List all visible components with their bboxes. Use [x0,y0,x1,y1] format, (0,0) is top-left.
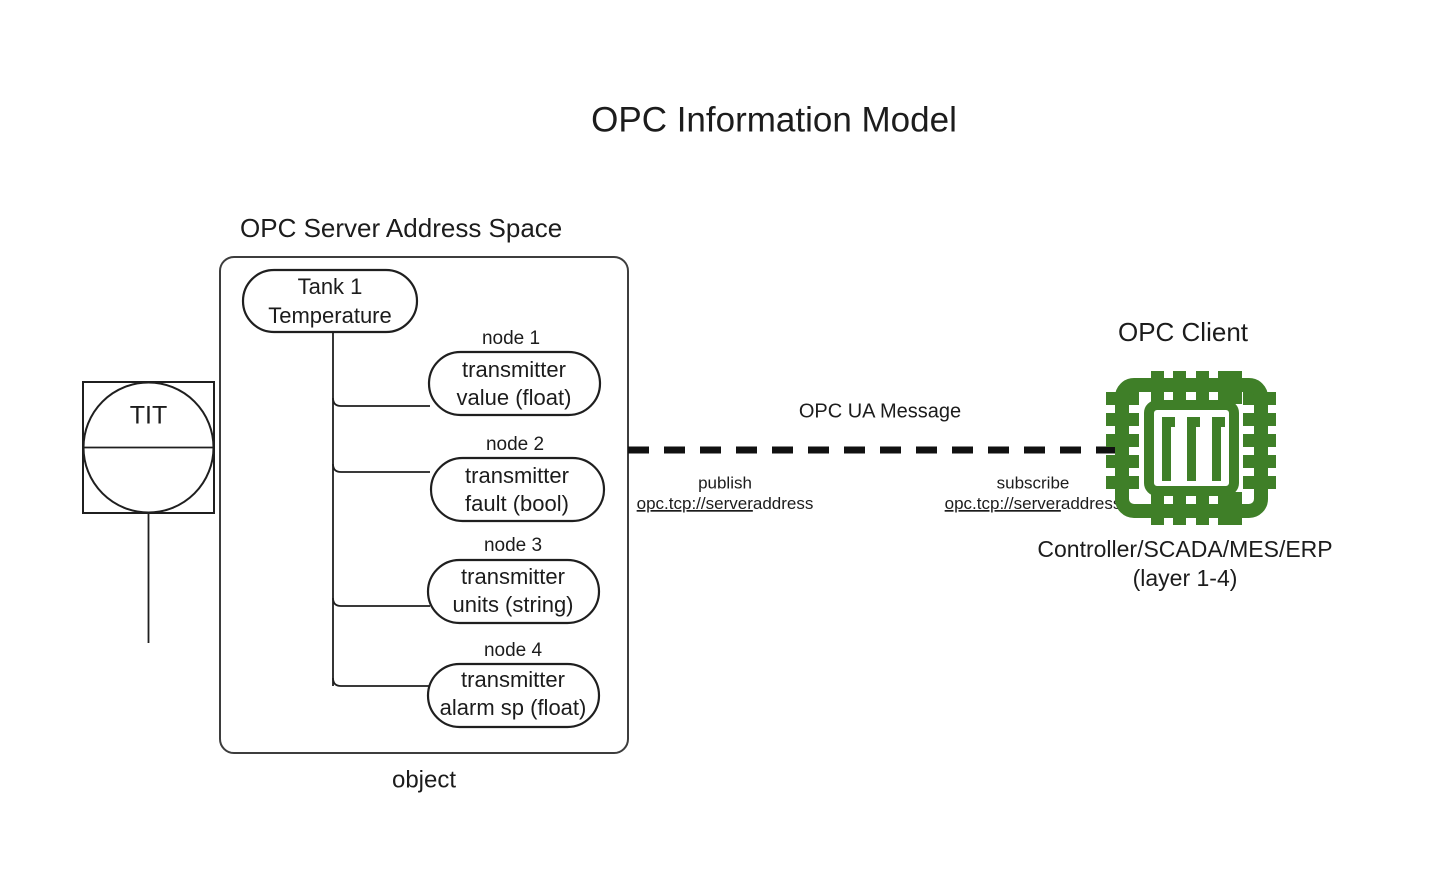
subscribe-url[interactable]: opc.tcp://serveraddress [945,494,1122,513]
tree-connectors [332,332,430,687]
opc-ua-message-label: OPC UA Message [799,400,961,422]
node-2-label: node 2 [486,434,544,455]
node-2-pill [429,456,606,523]
client-caption-line2: (layer 1-4) [1133,565,1238,591]
subscribe-url-rest: address [1061,494,1121,513]
node-item-3[interactable]: node 3 transmitter units (string) [426,535,601,625]
node-item-4[interactable]: node 4 transmitter alarm sp (float) [426,640,601,729]
client-heading: OPC Client [1118,317,1249,347]
server-heading: OPC Server Address Space [240,213,562,243]
node-3-label: node 3 [484,535,542,556]
publish-url-link: opc.tcp://server [637,494,754,513]
publish-url[interactable]: opc.tcp://serveraddress [637,494,814,513]
instrument-tag: TIT [130,402,168,430]
node-1-label: node 1 [482,328,540,349]
node-2-line1: transmitter [465,463,569,488]
tree-branch-node-1 [332,397,430,407]
node-4-line1: transmitter [461,667,565,692]
publish-endpoint: publish opc.tcp://serveraddress [637,473,814,513]
node-1-pill [427,350,602,417]
root-node-line2: Temperature [268,303,392,328]
instrument-symbol: TIT [82,381,215,643]
tree-branch-node-4 [332,677,430,687]
root-node-pill [241,268,419,334]
subscribe-endpoint: subscribe opc.tcp://serveraddress [945,473,1122,513]
node-4-line2: alarm sp (float) [440,695,587,720]
cpu-chip-icon [1106,371,1276,525]
client-caption-line1: Controller/SCADA/MES/ERP [1037,536,1332,562]
tree-branch-node-3 [332,597,430,607]
node-item-2[interactable]: node 2 transmitter fault (bool) [429,434,606,523]
server-container-caption: object [392,766,456,793]
node-3-line1: transmitter [461,564,565,589]
publish-url-rest: address [753,494,813,513]
node-item-1[interactable]: node 1 transmitter value (float) [427,328,602,417]
node-2-line2: fault (bool) [465,491,569,516]
page-title: OPC Information Model [591,100,957,139]
node-3-line2: units (string) [452,592,573,617]
subscribe-url-link: opc.tcp://server [945,494,1062,513]
node-4-pill [426,662,601,729]
root-node-line1: Tank 1 [298,274,363,299]
publish-action: publish [698,473,752,492]
root-node-tank1-temperature[interactable]: Tank 1 Temperature [241,268,419,334]
node-3-pill [426,558,601,625]
node-1-line1: transmitter [462,357,566,382]
subscribe-action: subscribe [997,473,1070,492]
node-1-line2: value (float) [457,385,572,410]
node-4-label: node 4 [484,640,543,661]
tree-branch-node-2 [332,463,430,473]
